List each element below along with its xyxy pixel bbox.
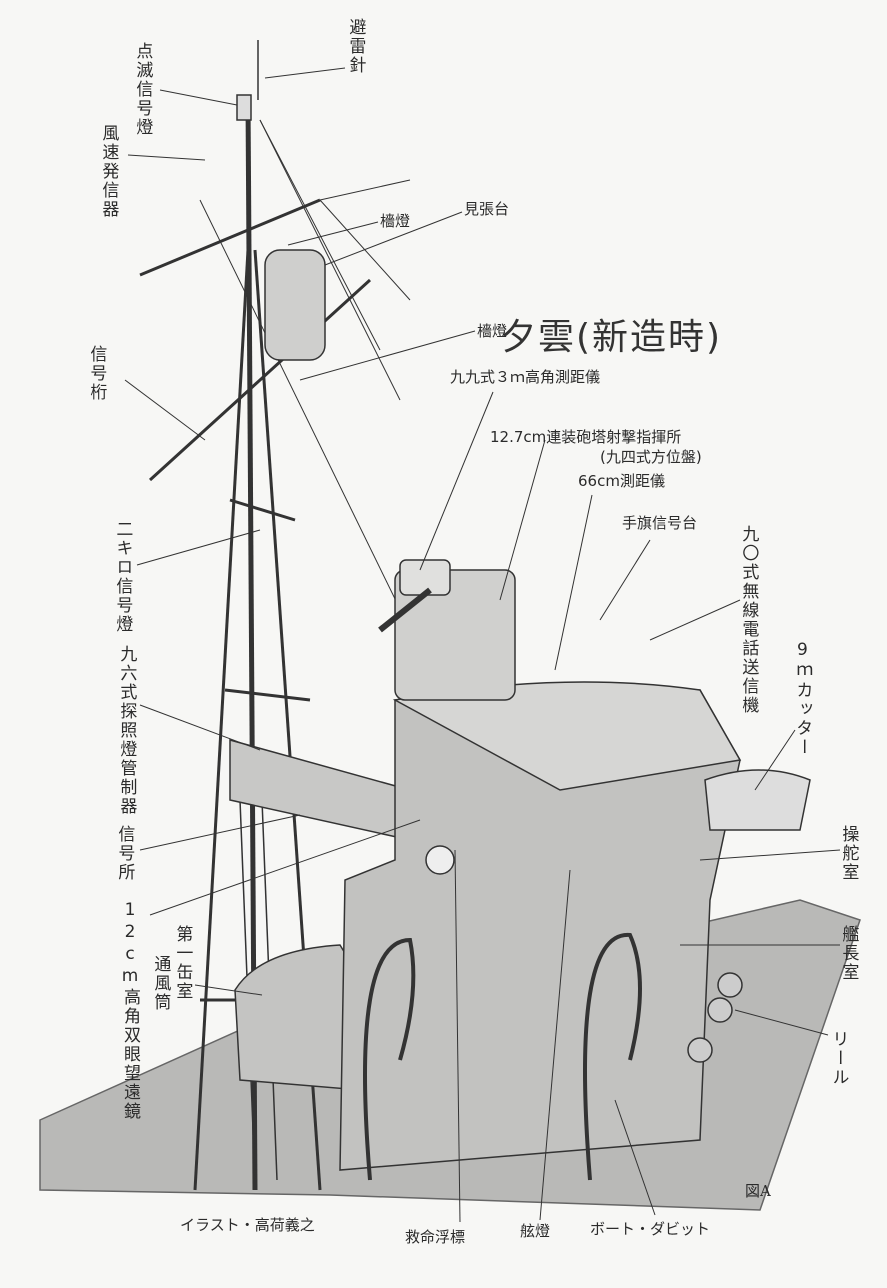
label-anemometer-transmitter: 風速発信器 (98, 124, 119, 219)
signal-station (229, 739, 411, 841)
label-searchlight-controller: 九六式探照燈管制器 (116, 645, 137, 816)
label-rangefinder-66cm: 66cm測距儀 (578, 472, 665, 490)
figure-label: 図A (745, 1182, 771, 1200)
label-boat-davit: ボート・ダビット (590, 1220, 711, 1238)
page-title: 夕雲(新造時) (500, 317, 723, 358)
label-life-buoy: 救命浮標 (405, 1228, 466, 1246)
label-radio-telephone: 九〇式無線電話送信機 (738, 525, 759, 715)
label-captains-cabin: 艦長室 (838, 925, 859, 982)
label-flashing-signal-light: 点滅信号燈 (132, 42, 153, 137)
label-reel: リール (828, 1030, 849, 1087)
label-fire-control-station: 12.7cm連装砲塔射撃指揮所 (490, 428, 682, 446)
label-signal-yard: 信号桁 (86, 345, 107, 402)
label-signal-station: 信号所 (114, 825, 135, 882)
label-two-km-signal-light: 二キロ信号燈 (112, 520, 133, 634)
label-masthead-light: 檣燈 (380, 212, 411, 230)
label-cutter-9m: 9ｍカッター (792, 640, 813, 757)
label-ventilator: 通風筒 (150, 955, 171, 1012)
label-side-light: 舷燈 (520, 1222, 551, 1240)
label-masthead-light-2: 檣燈 (477, 322, 508, 340)
label-flag-signal-platform: 手旗信号台 (622, 514, 698, 532)
label-boiler-room-1: 第一缶室 (172, 925, 193, 1001)
gun-director (394, 569, 516, 701)
cutter-boat (704, 769, 811, 831)
label-lookout-platform: 見張台 (464, 200, 510, 218)
label-director: (九四式方位盤) (600, 448, 702, 466)
label-binoculars-12cm: 12cm高角双眼望遠鏡 (120, 900, 140, 1121)
illustration-credit: イラスト・高荷義之 (180, 1216, 315, 1234)
label-lightning-rod: 避雷針 (345, 18, 366, 75)
label-wheelhouse: 操舵室 (838, 825, 859, 882)
boat-davit (363, 937, 416, 1181)
label-rangefinder-3m: 九九式３ｍ高角測距儀 (450, 368, 601, 386)
leader-lines (124, 67, 841, 1223)
